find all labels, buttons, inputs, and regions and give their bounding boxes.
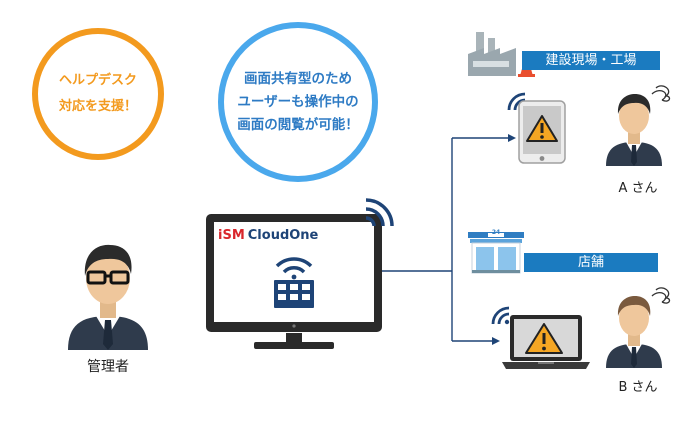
tablet-warning-icon <box>526 115 558 142</box>
helpdesk-line1: ヘルプデスク <box>58 73 137 88</box>
administrator-avatar <box>68 244 148 350</box>
user-a-label: A さん <box>618 181 658 196</box>
logo-name: CloudOne <box>247 228 319 243</box>
store-banner: 店舗 <box>524 253 658 272</box>
store-icon <box>468 232 524 274</box>
arrow-to-laptop <box>492 337 500 345</box>
arrow-to-tablet <box>508 134 516 142</box>
building-grid-icon <box>274 257 314 308</box>
shared-line2: ユーザーも操作中の <box>237 93 359 110</box>
shared-line1: 画面共有型のため <box>244 70 352 87</box>
user-a-avatar <box>606 85 671 166</box>
user-b-avatar <box>606 287 671 368</box>
monitor-wifi-icon <box>365 198 394 227</box>
store-title: 店舗 <box>577 255 604 270</box>
administrator-label: 管理者 <box>87 359 129 375</box>
store-sign-number: 24 <box>491 229 501 236</box>
helpdesk-line2: 対応を支援！ <box>58 99 137 114</box>
construction-site-title: 建設現場・工場 <box>545 53 637 68</box>
laptop-wifi-icon <box>491 306 510 325</box>
shared-line3: 画面の閲覧が可能！ <box>237 116 359 133</box>
screen-sharing-circle: 画面共有型のため ユーザーも操作中の 画面の閲覧が可能！ <box>218 22 378 182</box>
user-b-label: B さん <box>618 380 658 395</box>
logo-prefix: iSM <box>218 228 245 243</box>
construction-site-banner: 建設現場・工場 <box>522 51 660 70</box>
helpdesk-support-circle: ヘルプデスク 対応を支援！ <box>32 28 164 160</box>
laptop-warning-icon <box>525 323 563 354</box>
